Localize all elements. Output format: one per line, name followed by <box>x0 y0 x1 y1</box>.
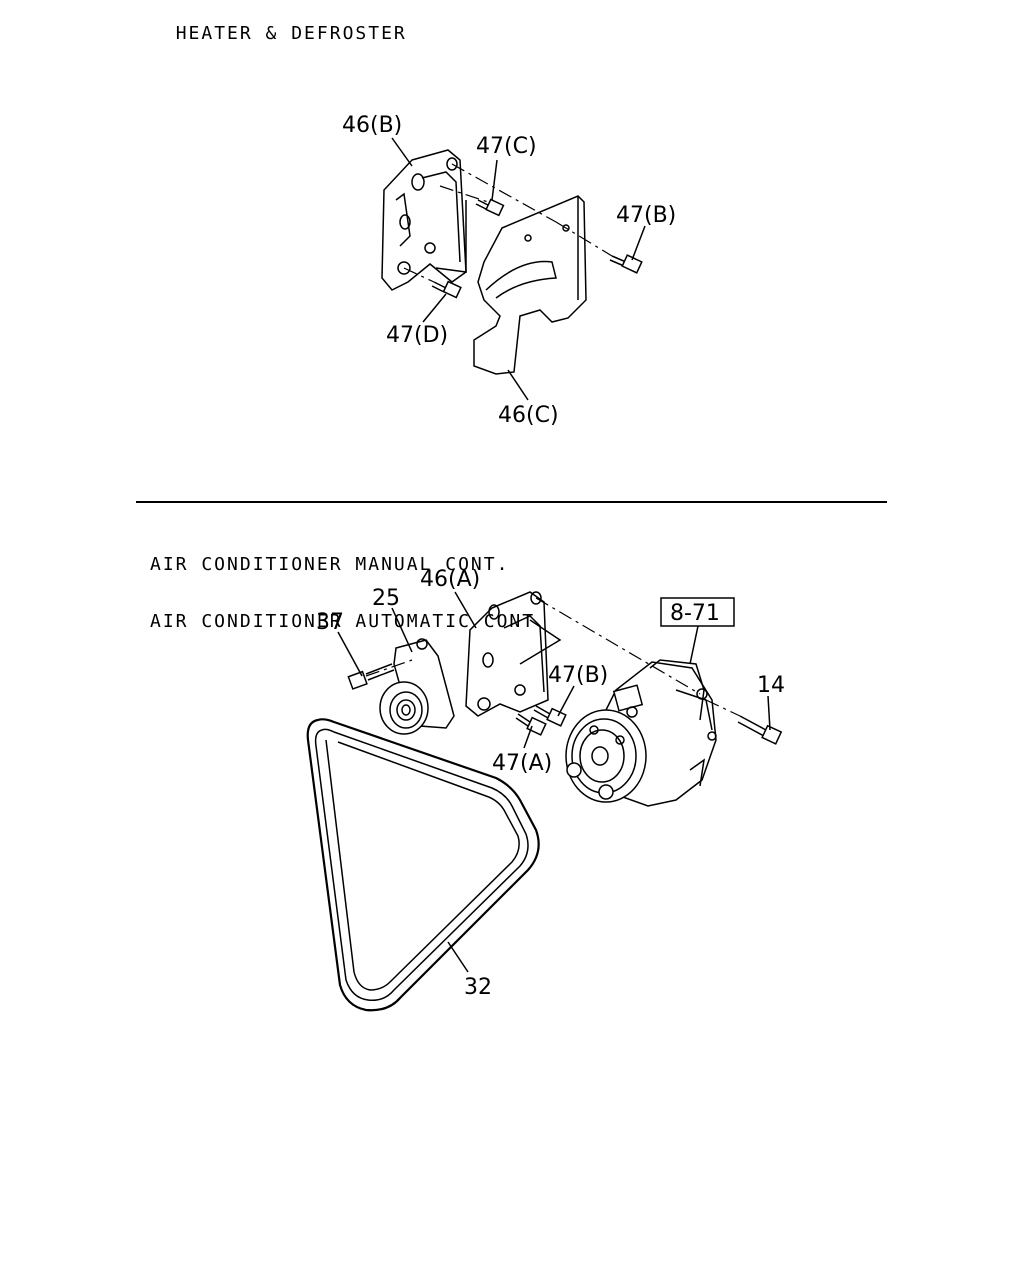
ac-compressor <box>565 659 717 807</box>
title-line: AIR CONDITIONER MANUAL CONT. <box>150 554 510 575</box>
callout-47d: 47(D) <box>386 323 448 348</box>
bracket-46b <box>381 149 467 291</box>
leader-line <box>391 607 413 653</box>
bottom-assembly: 8-71 46(A) 25 37 47(B) 47(A) 14 32 <box>306 567 785 1012</box>
leader-line <box>491 159 498 201</box>
tensioner-pulley-25 <box>379 638 455 735</box>
leader-line <box>422 293 447 323</box>
leader-line <box>767 695 771 731</box>
callout-32: 32 <box>464 975 492 1000</box>
bolt-47a <box>515 713 547 736</box>
leader-line <box>631 225 646 261</box>
callout-ref-8-71: 8-71 <box>670 601 720 626</box>
callout-46c: 46(C) <box>498 403 559 428</box>
leader-line <box>391 137 413 167</box>
bracket-46a <box>465 591 562 717</box>
callout-47c: 47(C) <box>476 134 537 159</box>
bracket-46c <box>473 195 587 375</box>
bolt-14 <box>737 715 783 745</box>
title-line: HEATER & DEFROSTER <box>175 23 407 44</box>
section-title-heater-defroster: HEATER & DEFROSTER <box>150 5 407 43</box>
callout-37: 37 <box>316 610 344 635</box>
callout-46a: 46(A) <box>420 567 480 592</box>
callout-46b: 46(B) <box>342 113 402 138</box>
bolt-37 <box>347 663 395 690</box>
leader-line <box>507 369 529 401</box>
callout-25: 25 <box>372 586 400 611</box>
ref-box <box>660 597 735 627</box>
leader-line <box>523 725 533 749</box>
top-assembly: 46(B) 47(C) 47(B) 47(D) 46(C) <box>342 113 676 428</box>
drive-belt-32 <box>306 718 540 1012</box>
leader-line <box>447 941 469 973</box>
bolt-47b-bottom <box>533 705 567 727</box>
bolt-47d <box>431 280 462 299</box>
title-line: AIR CONDITIONER AUTOMATIC CONT <box>150 611 536 632</box>
bolt-47c <box>475 198 505 217</box>
callout-47b-bottom: 47(B) <box>548 663 608 688</box>
leader-line <box>689 625 699 665</box>
leader-line <box>454 591 477 629</box>
bolt-47b-top <box>609 254 643 274</box>
section-title-air-conditioner: AIR CONDITIONER MANUAL CONT. AIR CONDITI… <box>150 517 535 650</box>
leader-line <box>337 631 363 677</box>
leader-line <box>557 685 575 717</box>
callout-47a: 47(A) <box>492 751 552 776</box>
callout-14: 14 <box>757 673 785 698</box>
callout-47b-top: 47(B) <box>616 203 676 228</box>
